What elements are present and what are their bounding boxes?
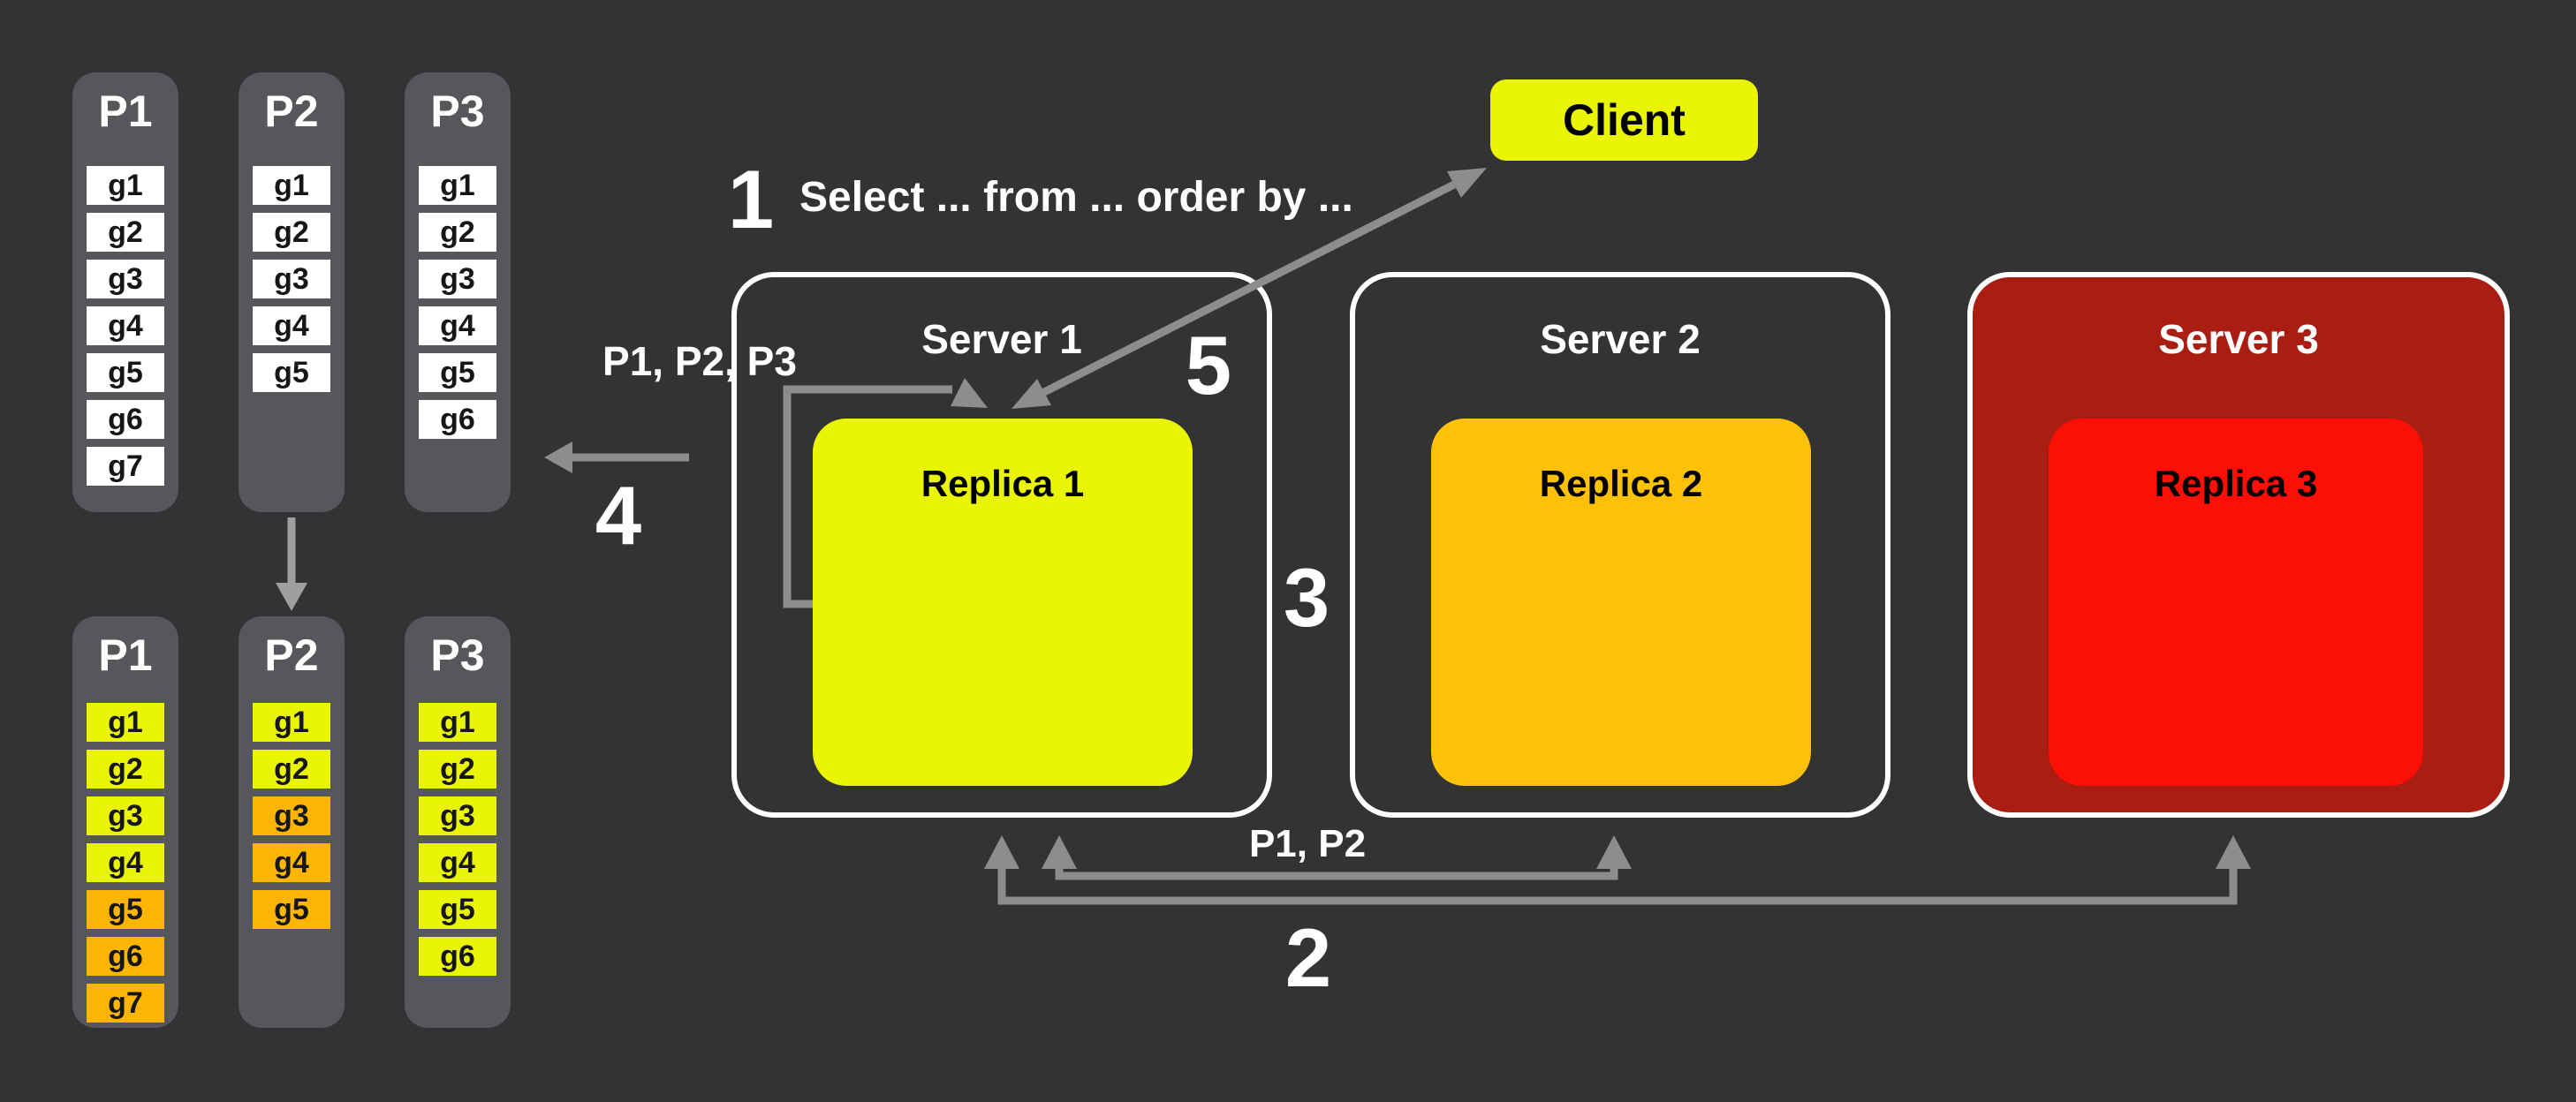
replica-1-box: Replica 1 — [813, 419, 1193, 786]
partition-cell: g7 — [87, 447, 164, 486]
step1-number: 1 — [727, 153, 775, 245]
replica-1-label: Replica 1 — [921, 463, 1085, 504]
partition-cell: g5 — [87, 890, 164, 929]
partition-label: P3 — [430, 630, 485, 680]
partition-cell: g4 — [87, 306, 164, 345]
partition-cell: g5 — [419, 353, 496, 392]
partition-cell: g3 — [253, 260, 330, 298]
partition-top-P1: P1 g1 g2 g3 g4 g5 g6 g7 — [72, 72, 178, 512]
partition-cell: g3 — [419, 796, 496, 835]
partition-cell: g6 — [87, 937, 164, 976]
partition-cell: g5 — [253, 890, 330, 929]
replica-3-box: Replica 3 — [2049, 419, 2423, 786]
client-box: Client — [1490, 79, 1758, 161]
partition-cell: g6 — [419, 400, 496, 439]
partition-label: P3 — [430, 87, 485, 136]
step4-number: 4 — [595, 469, 642, 562]
partition-bottom-P3: P3 g1 g2 g3 g4 g5 g6 — [405, 616, 511, 1028]
step1-query-text: Select ... from ... order by ... — [799, 174, 1353, 221]
server-3-title: Server 3 — [2158, 316, 2319, 362]
partition-cell: g2 — [419, 750, 496, 789]
partition-label: P1 — [98, 87, 153, 136]
partition-cell: g1 — [87, 166, 164, 205]
partition-cell: g5 — [253, 353, 330, 392]
fanout-partitions-label: P1, P2, P3 — [602, 338, 797, 384]
partition-copy-arrow-icon — [276, 517, 307, 611]
server-2-box: Server 2 Replica 2 — [1350, 272, 1890, 818]
partition-label: P2 — [264, 87, 319, 136]
partition-cell: g2 — [253, 750, 330, 789]
partition-cell: g6 — [87, 400, 164, 439]
partition-cell: g5 — [87, 353, 164, 392]
partition-cell: g3 — [87, 260, 164, 298]
partition-cell: g6 — [419, 937, 496, 976]
partition-cell: g3 — [87, 796, 164, 835]
partition-cell: g7 — [87, 984, 164, 1023]
step2-number: 2 — [1284, 911, 1332, 1004]
partition-cell: g1 — [419, 166, 496, 205]
partition-cell: g1 — [253, 166, 330, 205]
server-2-title: Server 2 — [1540, 316, 1701, 362]
replica-2-label: Replica 2 — [1539, 463, 1703, 504]
client-label: Client — [1563, 95, 1686, 145]
step3-number: 3 — [1283, 551, 1330, 644]
partition-cell: g2 — [419, 213, 496, 252]
partition-cell: g4 — [419, 843, 496, 882]
partition-bottom-P2: P2 g1 g2 g3 g4 g5 — [239, 616, 345, 1028]
partition-label: P1 — [98, 630, 153, 680]
partition-bottom-P1: P1 g1 g2 g3 g4 g5 g6 g7 — [72, 616, 178, 1028]
replica-3-label: Replica 3 — [2154, 463, 2318, 504]
partition-cell: g1 — [253, 703, 330, 742]
step5-number: 5 — [1185, 319, 1231, 411]
partition-cell: g1 — [419, 703, 496, 742]
partition-cell: g2 — [87, 750, 164, 789]
partition-top-P3: P3 g1 g2 g3 g4 g5 g6 — [405, 72, 511, 512]
partition-cell: g3 — [253, 796, 330, 835]
partition-cell: g3 — [419, 260, 496, 298]
partition-top-P2: P2 g1 g2 g3 g4 g5 — [239, 72, 345, 512]
partition-cell: g1 — [87, 703, 164, 742]
partition-cell: g4 — [419, 306, 496, 345]
server-3-box: Server 3 Replica 3 — [1967, 272, 2510, 818]
replicate-partitions-label: P1, P2 — [1248, 822, 1367, 865]
partition-cell: g4 — [87, 843, 164, 882]
partition-cell: g2 — [87, 213, 164, 252]
partition-cell: g5 — [419, 890, 496, 929]
partition-cell: g4 — [253, 843, 330, 882]
partition-cell: g4 — [253, 306, 330, 345]
partition-cell: g2 — [253, 213, 330, 252]
replica-2-box: Replica 2 — [1431, 419, 1811, 786]
partition-label: P2 — [264, 630, 319, 680]
